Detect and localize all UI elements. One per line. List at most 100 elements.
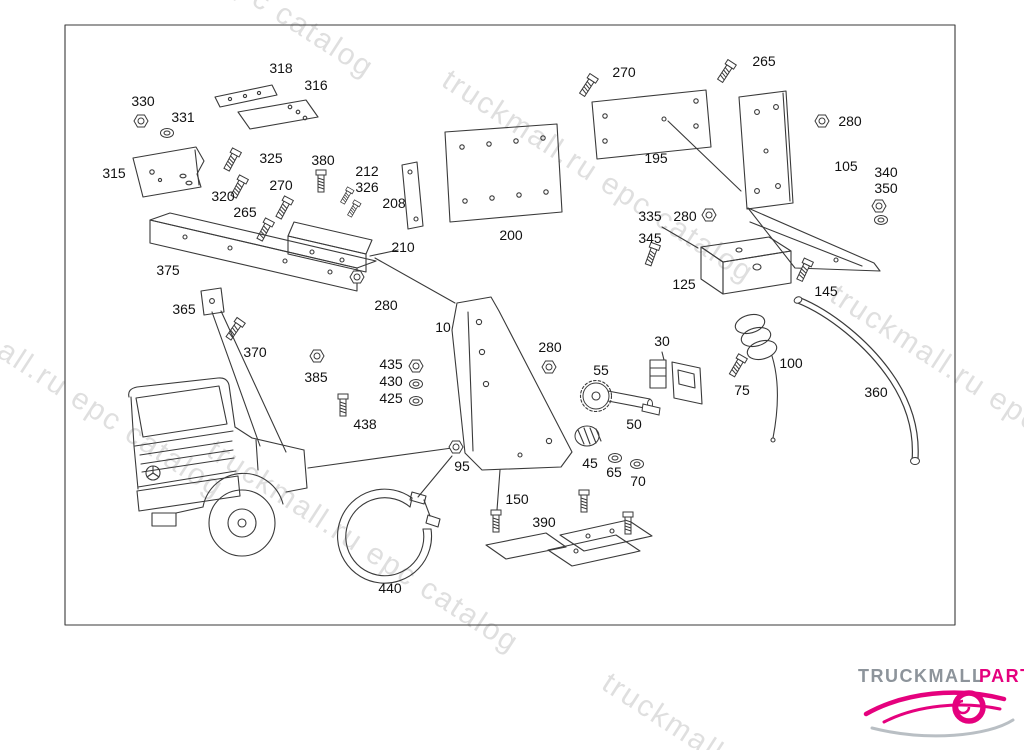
logo-wheel-swoosh-icon: [863, 690, 1015, 738]
part-label-200: 200: [499, 227, 523, 243]
part-label-150: 150: [505, 491, 529, 507]
part-label-425: 425: [379, 390, 403, 406]
part-label-45: 45: [582, 455, 598, 471]
unit-30: [649, 351, 703, 405]
part-label-70: 70: [630, 473, 646, 489]
part-label-10: 10: [435, 319, 451, 335]
part-label-335: 335: [638, 208, 662, 224]
bolt-345: [642, 241, 661, 268]
part-label-280-midright: 280: [673, 208, 697, 224]
part-label-330: 330: [131, 93, 155, 109]
part-label-340: 340: [874, 164, 898, 180]
part-label-280-topright: 280: [838, 113, 862, 129]
washer-350: [874, 215, 888, 225]
leader-line: [417, 455, 453, 498]
part-label-430: 430: [379, 373, 403, 389]
part-label-280-center: 280: [538, 339, 562, 355]
diagram-line-art: [128, 59, 920, 584]
part-label-385: 385: [304, 369, 328, 385]
nut-330: [133, 114, 149, 128]
part-label-390: 390: [532, 514, 556, 530]
box-125: [700, 236, 792, 295]
part-label-270-left: 270: [269, 177, 293, 193]
pin-50: [641, 403, 661, 416]
plate-365: [200, 287, 225, 316]
part-label-440: 440: [378, 580, 402, 596]
part-label-55: 55: [593, 362, 609, 378]
nut-280-midright: [701, 208, 717, 222]
nut-95: [448, 440, 464, 454]
screw-326: [345, 199, 362, 219]
part-label-280-rail: 280: [374, 297, 398, 313]
part-label-208: 208: [382, 195, 406, 211]
worm-gear-45: [574, 425, 602, 447]
part-label-75: 75: [734, 382, 750, 398]
bolt-270-left: [273, 195, 294, 221]
gear-55: [579, 379, 653, 413]
bracket-210: [287, 221, 399, 273]
truckmall-logo: TRUCKMALL PARTS: [858, 666, 1024, 738]
part-label-360: 360: [864, 384, 888, 400]
washer-331: [160, 128, 174, 138]
part-label-316: 316: [304, 77, 328, 93]
part-label-210: 210: [391, 239, 415, 255]
part-label-30: 30: [654, 333, 670, 349]
bolt-390-b: [622, 511, 634, 535]
bolt-145: [794, 257, 814, 283]
rod-360: [793, 296, 920, 465]
part-label-95: 95: [454, 458, 470, 474]
bolt-265-right: [715, 59, 737, 84]
nut-340: [871, 199, 887, 213]
watermark-text: truckmall.ru epc catalog: [436, 63, 760, 289]
part-label-365: 365: [172, 301, 196, 317]
part-label-105: 105: [834, 158, 858, 174]
strip-208: [401, 161, 424, 230]
stud-380: [315, 169, 327, 193]
leader-line: [220, 310, 287, 453]
leader-line: [211, 311, 261, 447]
part-label-195: 195: [644, 150, 668, 166]
plate-assembly-390: [485, 519, 653, 567]
clamp-440: [337, 488, 441, 584]
rail-375: [149, 212, 377, 292]
bracket-315: [132, 146, 205, 198]
screw-212: [338, 186, 355, 206]
part-label-331: 331: [171, 109, 195, 125]
leader-line: [374, 257, 456, 304]
part-label-325: 325: [259, 150, 283, 166]
washer-425: [409, 396, 423, 406]
part-label-345: 345: [638, 230, 662, 246]
truck-cab-drawing: [128, 377, 308, 557]
nut-280-rail: [349, 270, 365, 284]
part-label-50: 50: [626, 416, 642, 432]
spring-100: [734, 313, 778, 443]
part-label-125: 125: [672, 276, 696, 292]
watermark-text: truckmall.ru epc catalog: [56, 0, 380, 85]
bolt-390-a: [578, 489, 590, 513]
part-label-380: 380: [311, 152, 335, 168]
nut-280-topright: [814, 114, 830, 128]
washer-65: [608, 453, 622, 463]
part-label-435: 435: [379, 356, 403, 372]
watermark-text: truckmall.ru epc catalog: [201, 433, 525, 659]
plate-318: [214, 84, 278, 108]
leader-line: [496, 469, 501, 511]
logo-text-pink: PARTS: [979, 666, 1024, 686]
part-label-270-right: 270: [612, 64, 636, 80]
bolt-438: [337, 393, 349, 417]
part-label-375: 375: [156, 262, 180, 278]
part-label-100: 100: [779, 355, 803, 371]
part-labels: 318 316 330 331 315 325 380 212 326 270 …: [102, 53, 898, 596]
part-label-370: 370: [243, 344, 267, 360]
diagram-border: [64, 24, 956, 626]
plate-200: [444, 123, 563, 223]
part-label-212: 212: [355, 163, 379, 179]
part-label-65: 65: [606, 464, 622, 480]
part-label-145: 145: [814, 283, 838, 299]
bolt-325: [221, 147, 242, 173]
nut-435: [408, 359, 424, 373]
bolt-270-right: [577, 73, 599, 98]
leader-line: [661, 226, 699, 249]
